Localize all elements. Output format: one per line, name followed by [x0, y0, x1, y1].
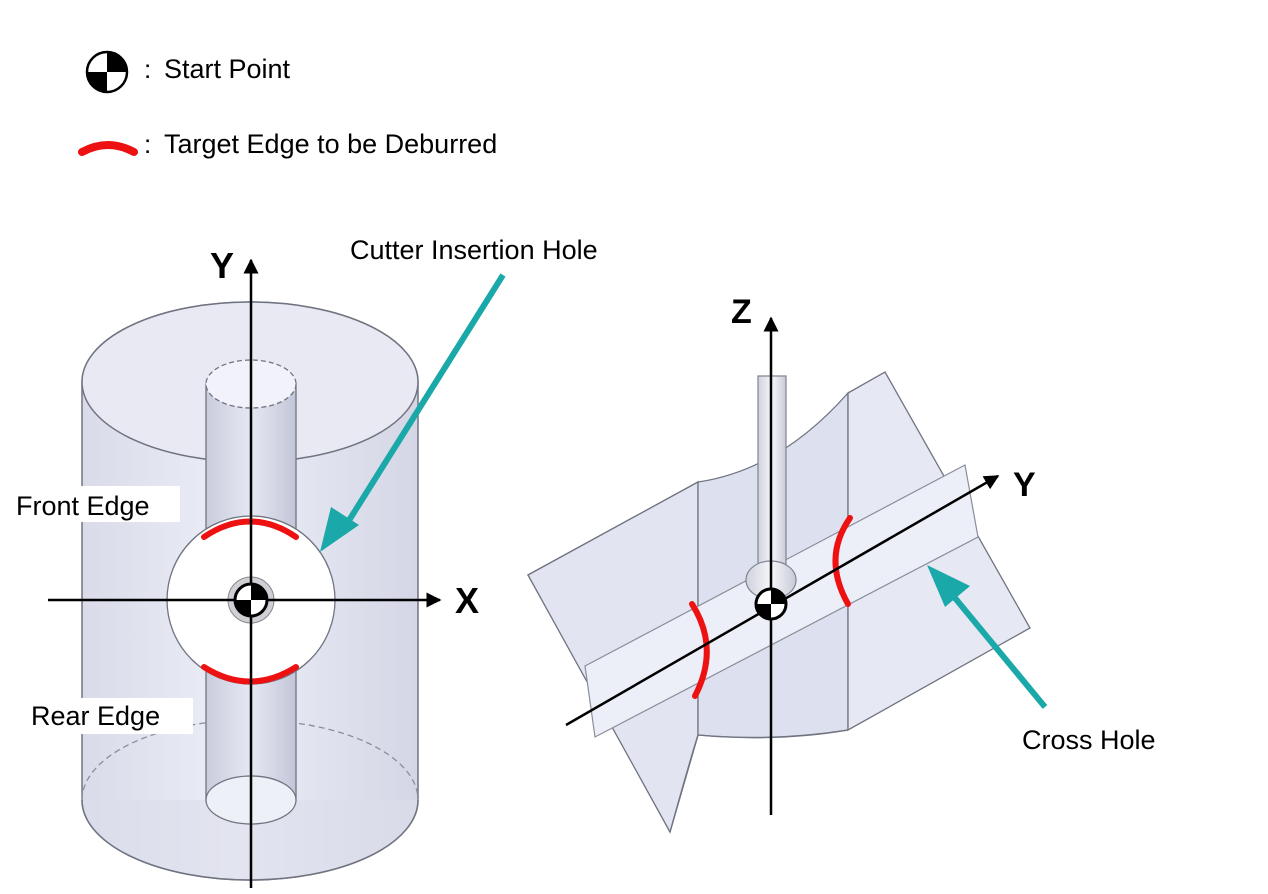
left-axis-y-label: Y	[210, 245, 234, 286]
cross-hole-callout-line	[952, 596, 1048, 709]
cross-hole-label: Cross Hole	[1022, 725, 1156, 755]
legend-start-point-label: Start Point	[164, 54, 291, 84]
legend-separator-1: :	[144, 54, 151, 84]
right-axis-z-label: Z	[731, 293, 752, 331]
left-start-point-icon	[233, 582, 269, 618]
legend: : Start Point : Target Edge to be Deburr…	[78, 50, 497, 159]
right-edge-mark-1	[689, 601, 710, 699]
target-edge-icon	[78, 141, 138, 156]
front-edge-label: Front Edge	[16, 491, 150, 521]
left-view: Y X Front Edge Rear Edge Cutter Insertio…	[10, 235, 598, 888]
legend-separator-2: :	[144, 129, 151, 159]
start-point-icon	[85, 50, 129, 94]
right-edge-mark-2	[832, 515, 853, 607]
cutter-insertion-callout-line	[345, 273, 506, 524]
cutter-insertion-hole-label: Cutter Insertion Hole	[350, 235, 598, 265]
rear-edge-label: Rear Edge	[31, 701, 160, 731]
right-axis-y-label: Y	[1013, 466, 1036, 504]
cross-hole-callout-arrowhead	[927, 565, 970, 607]
right-start-point-icon	[754, 587, 788, 621]
cutter-insertion-callout-arrowhead	[320, 507, 359, 552]
legend-target-edge-label: Target Edge to be Deburred	[164, 129, 497, 159]
left-axis-x-label: X	[455, 580, 479, 621]
right-view: Z Y Cross Hole	[527, 293, 1156, 834]
